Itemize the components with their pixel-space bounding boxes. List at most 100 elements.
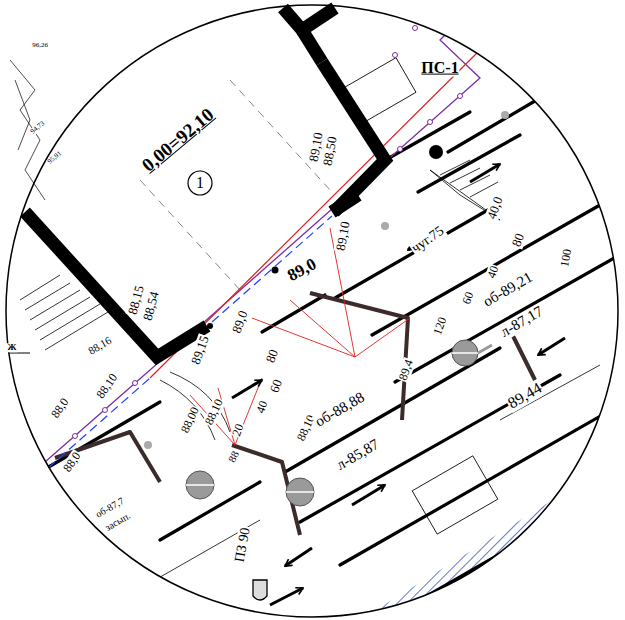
slope-arrows [232, 164, 565, 605]
elevation-mark: 89,4 [396, 357, 416, 383]
thin-lines-part [230, 80, 330, 190]
wall [25, 212, 207, 357]
elevation-mark: 88,16 [86, 334, 115, 357]
elevation-mark: 88 [226, 449, 242, 466]
fence-posts-part [428, 120, 433, 125]
callout-number: 1 [196, 175, 204, 192]
black-points-part [272, 267, 279, 274]
slope-arrows-part [538, 338, 565, 355]
fence-posts-part [458, 94, 463, 99]
elevation-mark: 88,50 [321, 134, 340, 167]
elevation-mark: 40 [254, 398, 271, 415]
manholes-part [286, 478, 314, 506]
elevation-mark: об-88,88 [312, 389, 368, 431]
elevation-mark: ПЗ 90 [233, 526, 254, 565]
thin-lines-part [460, 175, 490, 190]
curb-lines-part [335, 203, 500, 298]
elevation-mark: 60 [460, 289, 477, 306]
manholes-part [186, 471, 214, 499]
symbol-u [253, 580, 267, 600]
thin-lines-part [500, 365, 600, 420]
fence-line [45, 10, 480, 462]
hatched-area [360, 455, 625, 620]
elevation-mark: 40 [485, 263, 502, 280]
floor-level: 0,00=92,10 [138, 104, 217, 175]
grey-points-part [501, 111, 509, 119]
thin-lines-part [140, 180, 240, 290]
thin-lines [20, 58, 600, 600]
grading-lines-part [290, 300, 355, 357]
curb-lines-part [420, 482, 625, 600]
curb-lines-part [340, 402, 625, 565]
slope-arrows-part [285, 548, 312, 566]
curb-lines-part [285, 348, 500, 472]
fence-posts-part [103, 408, 108, 413]
elevation-mark: 95,91 [46, 149, 64, 166]
black-points-part [429, 145, 443, 159]
elevation-mark: 89,0 [229, 308, 250, 336]
thin-lines-part [170, 372, 230, 432]
plan-content [0, 10, 625, 620]
curb-lines-part [382, 112, 470, 162]
elevation-mark: 94,73 [29, 119, 47, 136]
elevation-mark: 88,0 [48, 395, 72, 421]
sheet-label: ПС-1 [420, 60, 459, 77]
thin-lines-part [120, 520, 260, 600]
thin-lines-part [20, 275, 60, 300]
grey-points-part [381, 222, 389, 230]
slope-arrows-part [352, 485, 385, 505]
wall [302, 30, 322, 62]
curb-lines-part [300, 375, 560, 522]
callout-circle: 1 [187, 170, 213, 196]
fence-posts-part [398, 147, 403, 152]
elevation-mark: 89,10 [334, 219, 353, 252]
building-outline: 0,00=92,101 [0, 0, 400, 370]
kerb-polylines-part [510, 330, 535, 380]
elevation-mark: 88,10 [94, 371, 121, 402]
thin-lines-part [25, 283, 70, 310]
blue-dashed-line-part [212, 216, 332, 322]
manholes-part [286, 491, 314, 493]
elevation-mark: 88,10 [202, 396, 226, 428]
manholes-part [478, 345, 492, 353]
wall [283, 8, 335, 30]
elevation-mark: 88,00 [178, 404, 202, 436]
grey-points [144, 111, 509, 449]
curb-lines-part [418, 135, 520, 192]
elevation-mark: 96,26 [31, 42, 49, 49]
curb-lines-part [395, 252, 625, 382]
elevation-mark: 120 [431, 314, 450, 337]
fence-posts [73, 26, 463, 439]
fence-posts-part [73, 434, 78, 439]
curb-lines-part [448, 98, 540, 152]
curb-lines-part [262, 295, 325, 332]
slope-arrows-part [270, 588, 303, 605]
elevation-mark: 60 [267, 377, 285, 396]
grading-lines-part [355, 318, 410, 357]
fence-posts-part [133, 381, 138, 386]
elevation-mark: 80 [263, 347, 281, 366]
slope-arrows-part [470, 164, 500, 182]
elevation-mark: л-85,87 [333, 436, 383, 474]
elevation-mark: 89,44 [504, 379, 545, 413]
manholes-part [452, 340, 478, 366]
thin-lines-part [412, 456, 498, 534]
thin-lines-part [30, 290, 80, 320]
slope-arrows-part [232, 380, 262, 398]
elevation-mark: чуг.75 [408, 223, 447, 257]
elevation-mark: 100 [558, 247, 574, 269]
circle-outline [188, 171, 212, 195]
detail-circle [6, 5, 618, 617]
manholes-part [186, 484, 214, 486]
elevation-mark: Ж [7, 343, 18, 352]
manholes [186, 340, 492, 506]
manholes-part [452, 352, 478, 354]
wall [332, 195, 358, 212]
fence-posts-part [413, 26, 418, 31]
fence-posts-part [393, 53, 398, 58]
curb-lines [40, 98, 625, 600]
neighbour-sketch-part [15, 80, 30, 150]
elevation-mark: 89,0 [284, 255, 320, 286]
grey-points-part [144, 441, 152, 449]
